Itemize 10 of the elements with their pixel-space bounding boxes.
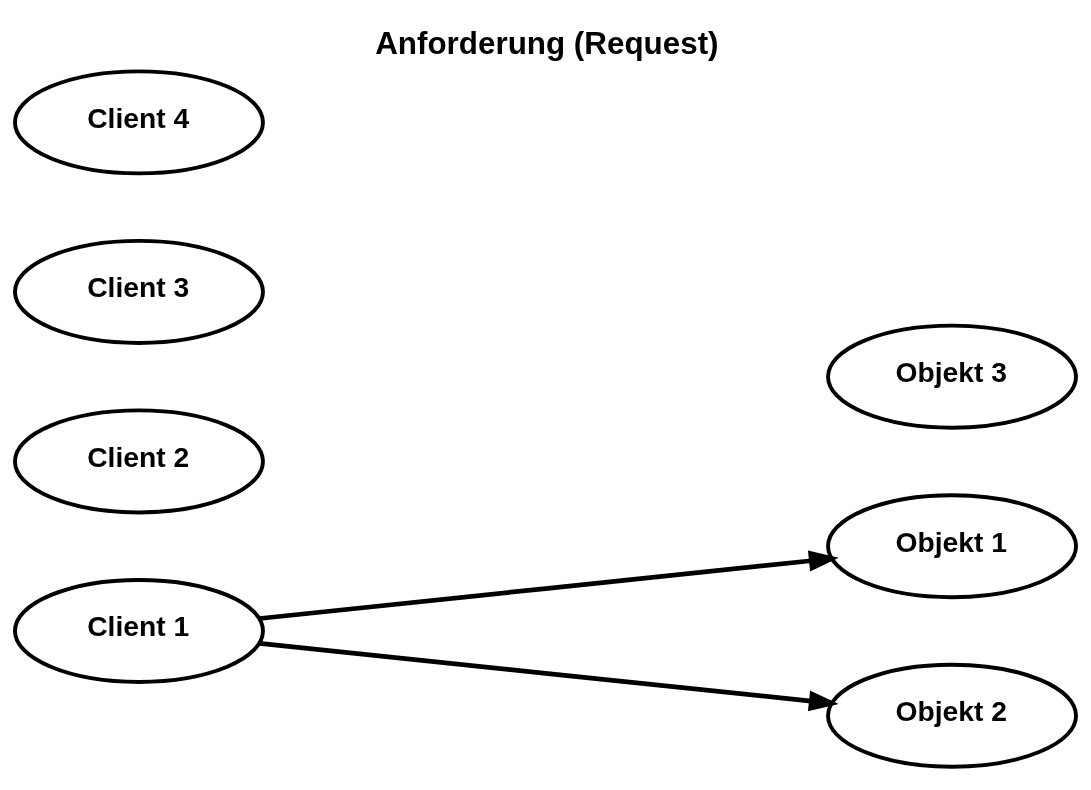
diagram-title: Anforderung (Request) (375, 25, 719, 61)
node-ellipse: Objekt 3 (826, 323, 1078, 430)
node-ellipse: Objekt 1 (826, 492, 1078, 599)
node-ellipse: Client 4 (13, 68, 265, 175)
node-ellipse: Objekt 2 (826, 662, 1078, 769)
arrow (259, 640, 839, 711)
node-ellipse: Client 3 (13, 238, 265, 345)
node-ellipse: Client 1 (13, 577, 265, 684)
arrow (259, 550, 839, 621)
node-ellipse: Client 2 (13, 407, 265, 514)
